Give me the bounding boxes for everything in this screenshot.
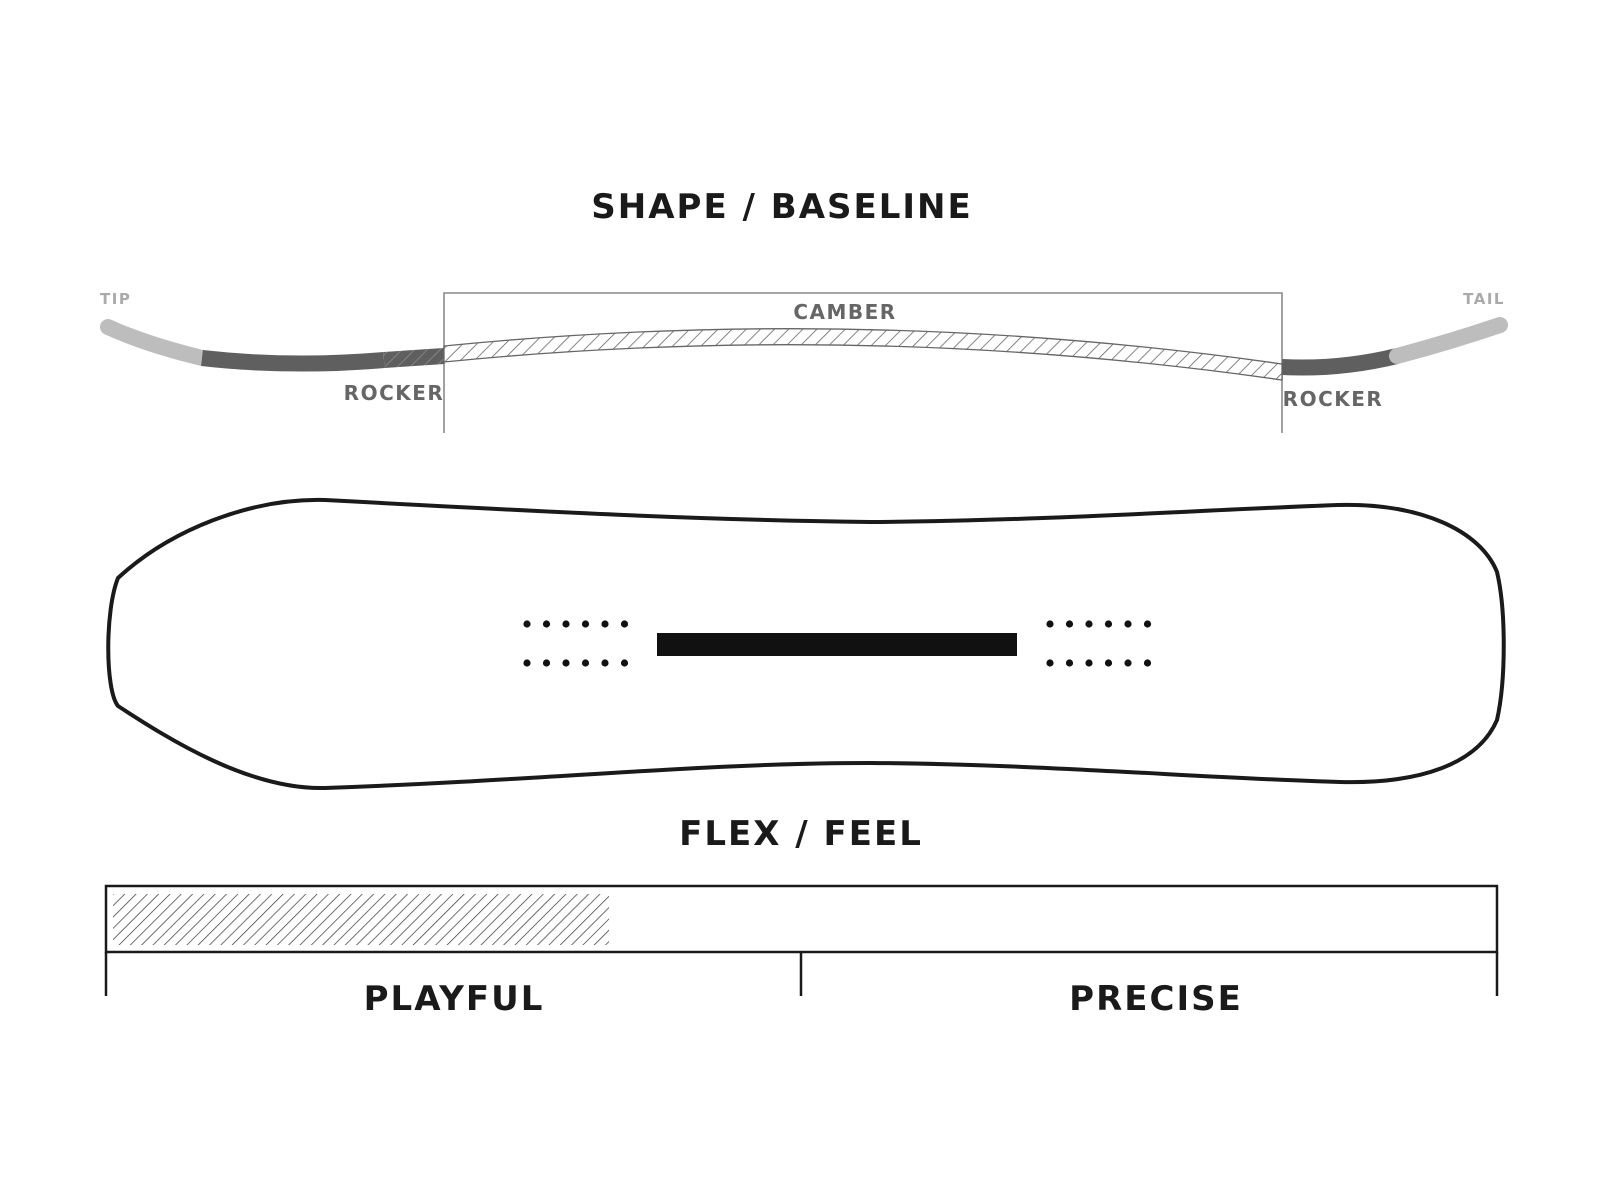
insert-dot bbox=[562, 659, 570, 667]
flex-level-fill bbox=[113, 894, 609, 945]
insert-dot bbox=[1046, 659, 1054, 667]
insert-dot bbox=[601, 659, 609, 667]
camber-label: CAMBER bbox=[793, 300, 896, 324]
insert-dot bbox=[1065, 659, 1074, 667]
insert-dot bbox=[1104, 659, 1113, 667]
insert-dot bbox=[620, 659, 629, 667]
insert-dot bbox=[1143, 659, 1152, 667]
stance-bar bbox=[657, 633, 1017, 656]
insert-dot bbox=[523, 620, 531, 628]
shape-baseline-title: SHAPE / BASELINE bbox=[591, 187, 972, 227]
insert-dot bbox=[1104, 620, 1113, 628]
insert-dot bbox=[1124, 659, 1132, 667]
insert-dot bbox=[1085, 620, 1093, 628]
insert-dot bbox=[620, 620, 629, 628]
insert-dot bbox=[1085, 659, 1093, 667]
flex-scale-line bbox=[104, 952, 1499, 996]
insert-dot bbox=[542, 620, 551, 628]
tail-label: TAIL bbox=[1463, 290, 1505, 308]
insert-dot bbox=[1046, 620, 1054, 628]
inserts-right bbox=[1046, 620, 1152, 667]
rocker-left-label: ROCKER bbox=[344, 381, 445, 405]
tail-segment bbox=[1389, 317, 1508, 364]
tip-segment bbox=[100, 319, 210, 366]
rocker-right-label: ROCKER bbox=[1283, 387, 1384, 411]
inserts-left bbox=[523, 620, 629, 667]
playful-label: PLAYFUL bbox=[364, 979, 545, 1019]
insert-dot bbox=[1143, 620, 1152, 628]
rocker-right-segment bbox=[1281, 348, 1399, 376]
insert-dot bbox=[601, 620, 609, 628]
rocker-left-segment bbox=[201, 350, 385, 372]
camber-segment bbox=[443, 328, 1283, 381]
insert-dot bbox=[562, 620, 570, 628]
rocker-left-transition bbox=[383, 348, 445, 368]
insert-dot bbox=[581, 620, 590, 628]
insert-dot bbox=[1124, 620, 1132, 628]
precise-label: PRECISE bbox=[1069, 979, 1243, 1019]
insert-dot bbox=[523, 659, 531, 667]
tip-label: TIP bbox=[100, 290, 131, 308]
insert-dot bbox=[1065, 620, 1074, 628]
insert-dot bbox=[581, 659, 590, 667]
flex-feel-title: FLEX / FEEL bbox=[679, 814, 923, 854]
insert-dot bbox=[542, 659, 551, 667]
